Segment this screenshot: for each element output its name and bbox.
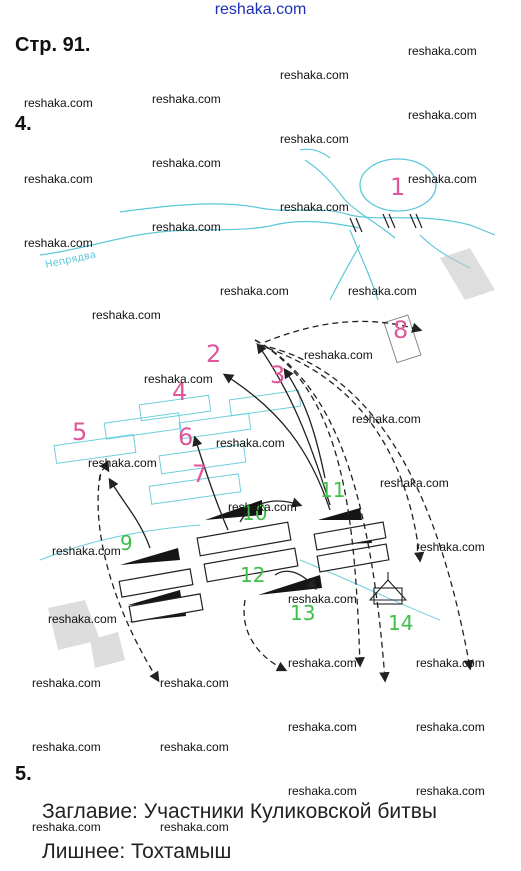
zone-number-1: 1 (390, 173, 405, 201)
watermark: reshaka.com (152, 156, 221, 170)
zone-number-2: 2 (206, 340, 221, 368)
watermark: reshaka.com (48, 612, 117, 626)
answer-title-line: Заглавие: Участники Куликовской битвы (42, 800, 437, 823)
watermark: reshaka.com (228, 500, 297, 514)
watermark: reshaka.com (144, 372, 213, 386)
watermark: reshaka.com (304, 348, 373, 362)
zone-number-9: 9 (120, 531, 133, 555)
zone-1-ellipse (359, 158, 437, 212)
watermark: reshaka.com (288, 592, 357, 606)
watermark: reshaka.com (416, 720, 485, 734)
task-5-label: 5. (15, 763, 32, 785)
watermark: reshaka.com (416, 540, 485, 554)
answer-extra-line: Лишнее: Тохтамыш (42, 840, 232, 863)
watermark: reshaka.com (152, 92, 221, 106)
watermark: reshaka.com (352, 412, 421, 426)
watermark: reshaka.com (288, 784, 357, 798)
watermark: reshaka.com (32, 676, 101, 690)
watermark: reshaka.com (416, 656, 485, 670)
watermark: reshaka.com (220, 284, 289, 298)
camp-house-icon (368, 572, 408, 605)
watermark: reshaka.com (32, 740, 101, 754)
zone-number-5: 5 (72, 418, 87, 446)
task-4-label: 4. (15, 113, 32, 135)
zone-number-11: 11 (320, 478, 345, 502)
zone-8-rect (383, 314, 422, 364)
formation-outline (39, 389, 441, 621)
watermark: reshaka.com (24, 172, 93, 186)
river-lines (39, 148, 496, 301)
page-label: Стр. 91. (15, 34, 91, 56)
watermark: reshaka.com (408, 108, 477, 122)
watermark: reshaka.com (216, 436, 285, 450)
watermark: reshaka.com (160, 676, 229, 690)
zone-number-13: 13 (290, 601, 315, 625)
watermark: reshaka.com (160, 820, 229, 834)
watermark: reshaka.com (52, 544, 121, 558)
watermark: reshaka.com (92, 308, 161, 322)
watermark: reshaka.com (152, 220, 221, 234)
watermark: reshaka.com (408, 172, 477, 186)
watermark: reshaka.com (32, 820, 101, 834)
site-title[interactable]: reshaka.com (214, 1, 307, 18)
watermark: reshaka.com (160, 740, 229, 754)
watermark: reshaka.com (288, 656, 357, 670)
battle-map-sketch: Непрядва (39, 148, 496, 683)
dashed-arrows (97, 320, 474, 683)
watermark: reshaka.com (280, 200, 349, 214)
watermark: reshaka.com (288, 720, 357, 734)
zone-number-8: 8 (393, 316, 408, 344)
watermark: reshaka.com (280, 132, 349, 146)
zone-number-6: 6 (178, 423, 193, 451)
solid-arrows (108, 342, 331, 590)
zone-number-3: 3 (270, 361, 285, 389)
zone-number-14: 14 (388, 611, 413, 635)
watermark: reshaka.com (416, 784, 485, 798)
watermark: reshaka.com (24, 236, 93, 250)
watermark: reshaka.com (348, 284, 417, 298)
watermark: reshaka.com (380, 476, 449, 490)
regiment-rects (118, 521, 390, 623)
watermark: reshaka.com (408, 44, 477, 58)
watermark: reshaka.com (280, 68, 349, 82)
zone-numbers: 1 2 3 4 5 6 7 8 9 10 11 12 13 14 (72, 173, 413, 635)
watermark: reshaka.com (24, 96, 93, 110)
zone-number-7: 7 (192, 460, 207, 488)
bridge-marks (349, 213, 423, 233)
zone-number-10: 10 (242, 501, 267, 525)
zone-number-4: 4 (172, 378, 187, 406)
zone-number-12: 12 (240, 563, 265, 587)
watermark: reshaka.com (88, 456, 157, 470)
shading-scribbles (48, 248, 495, 668)
